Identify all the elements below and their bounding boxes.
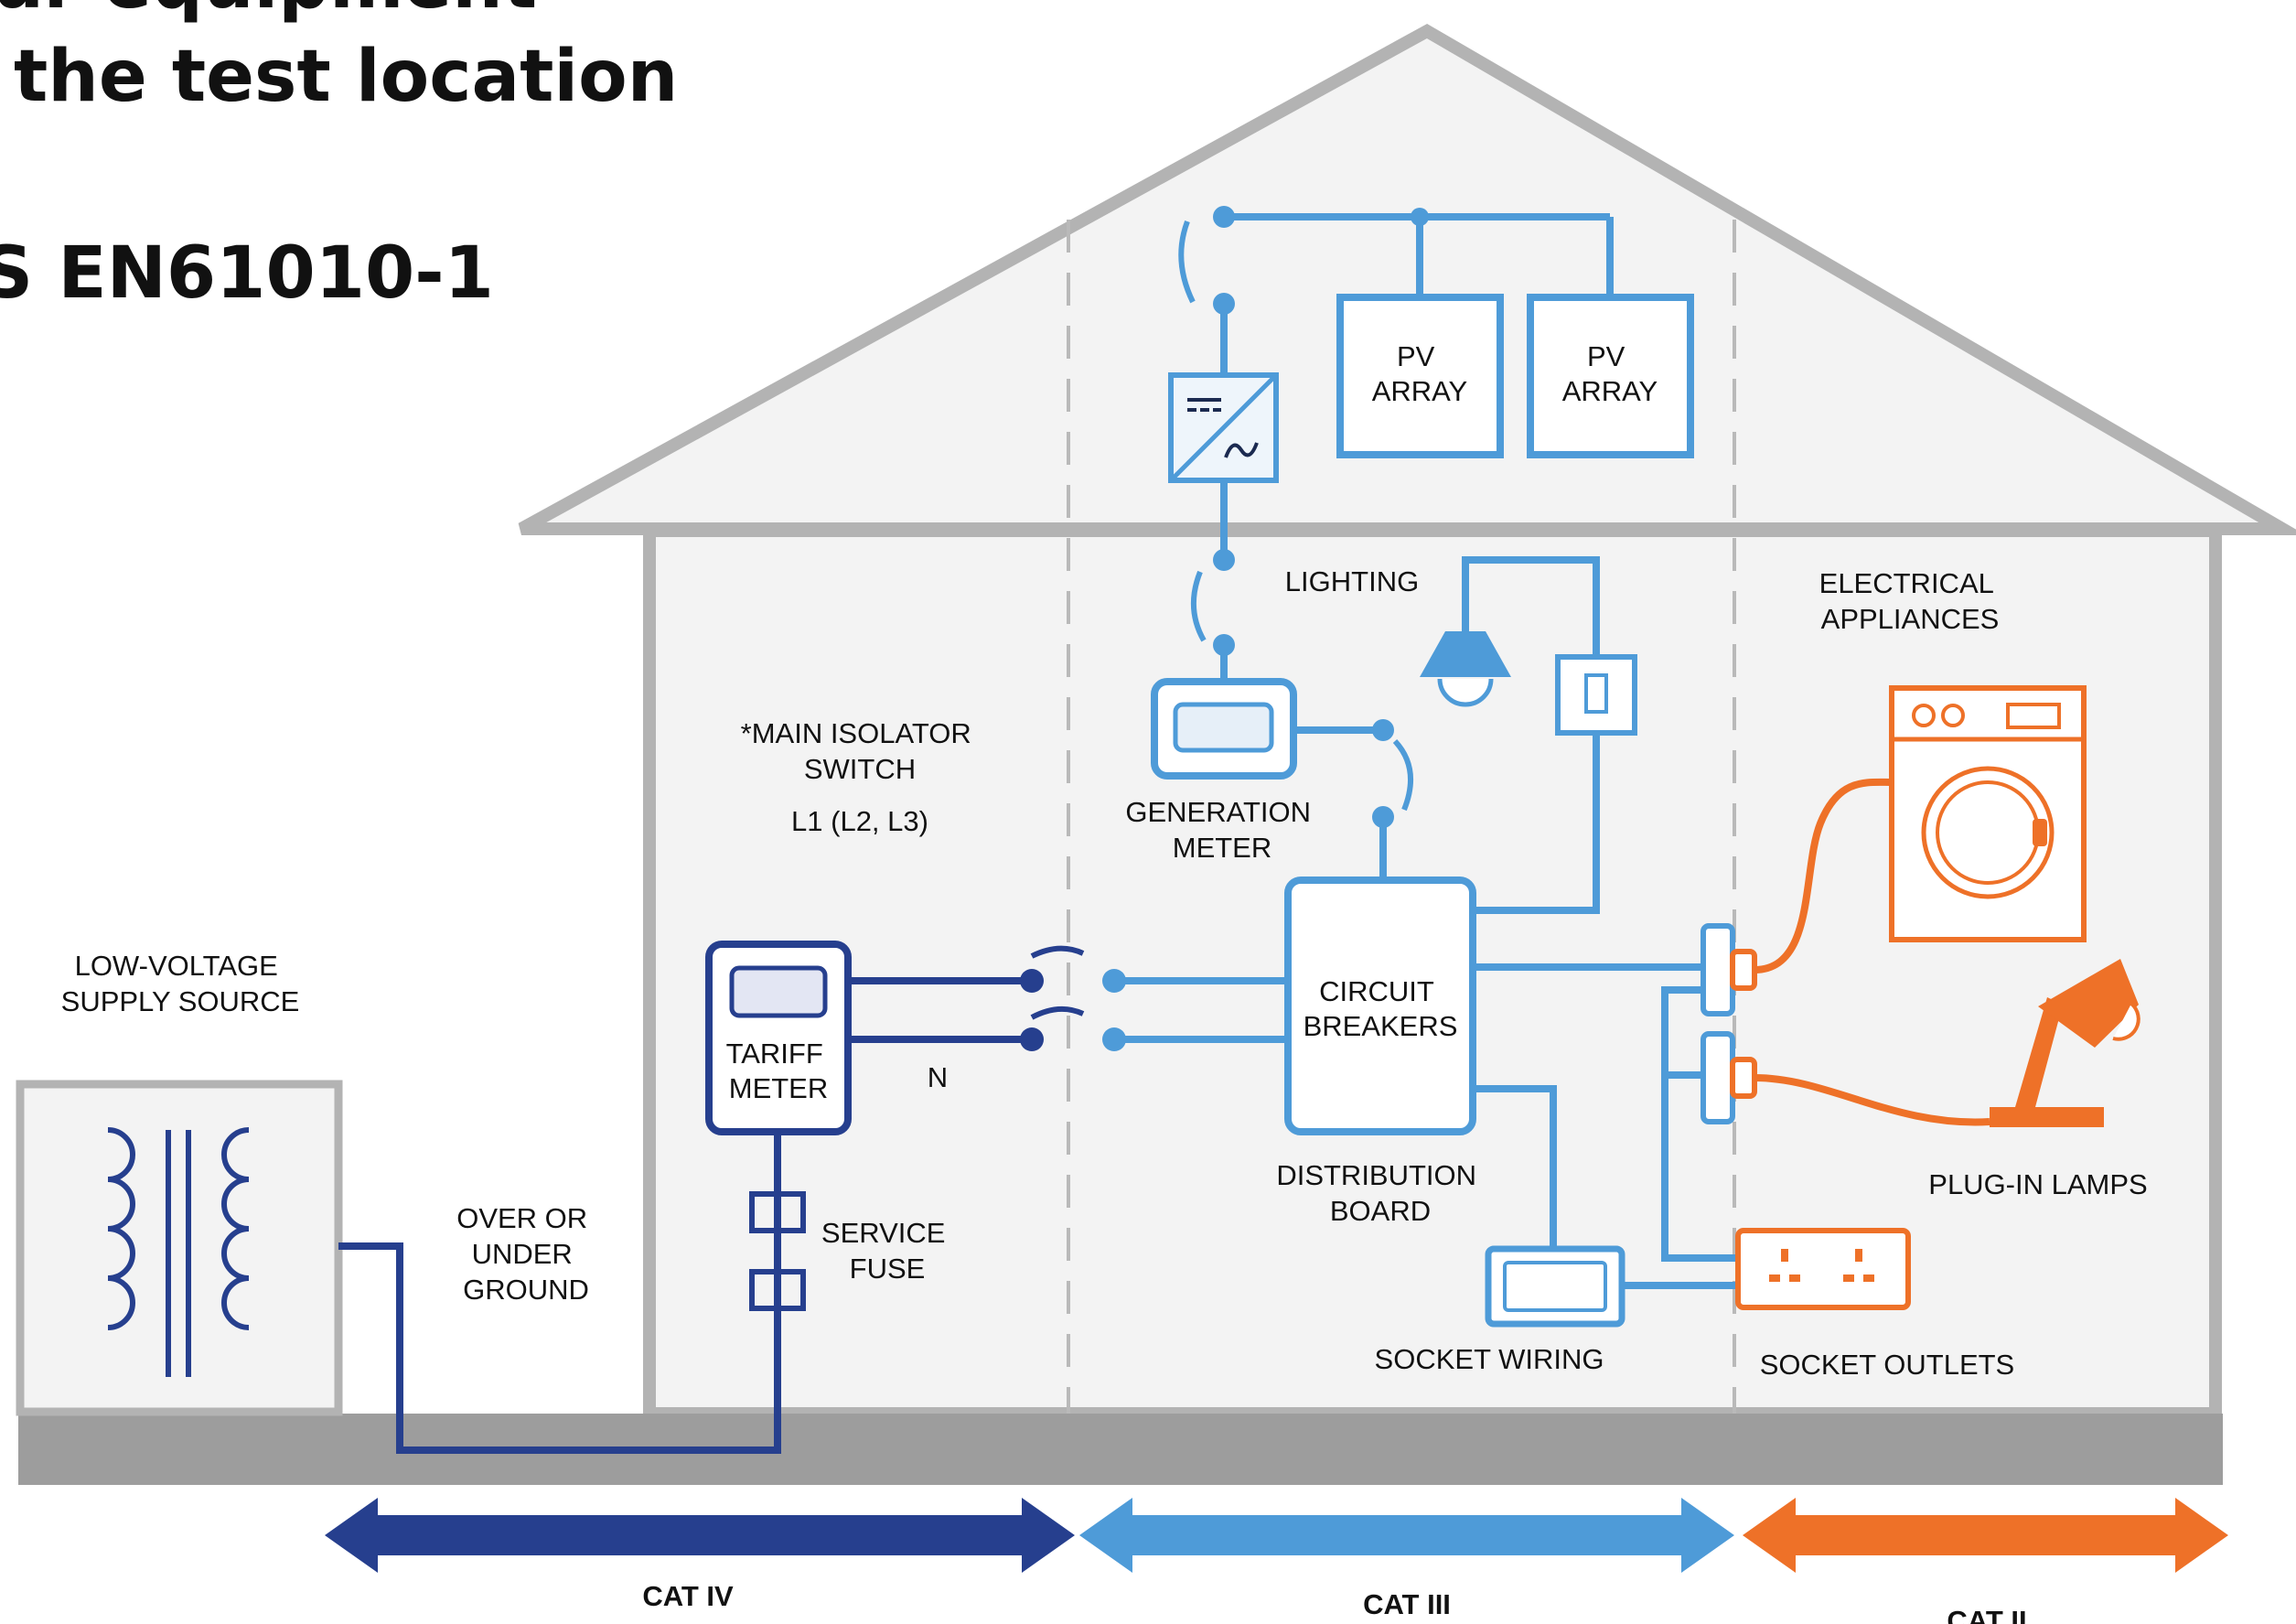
wm-display: [2006, 703, 2061, 729]
house-roof: [518, 23, 2296, 535]
cat4-arrow: [325, 1498, 1075, 1573]
light-switch-rocker: [1584, 673, 1608, 714]
ac-isolator-contact: [1190, 570, 1207, 642]
tariff-meter-display: [729, 965, 828, 1018]
pv-split-terminal: [1411, 208, 1429, 226]
plug-in-lamps-label: PLUG-IN LAMPS: [1928, 1168, 2147, 1200]
heading-line-1: ar equipment: [0, 0, 537, 25]
wm-knob-1: [1912, 704, 1936, 727]
inverter-diagonal: [1169, 373, 1278, 482]
isolator-contact-neutral: [1030, 1006, 1085, 1020]
service-fuse-lower: [749, 1269, 806, 1311]
wall-socket-lamp: [1701, 1031, 1735, 1124]
heading-line-3: S EN61010-1: [0, 232, 494, 315]
service-fuse-label: SERVICE FUSE: [821, 1217, 953, 1285]
transformer-box: [16, 1080, 343, 1416]
ground: [18, 1414, 2223, 1485]
neutral-label: N: [928, 1061, 948, 1093]
low-voltage-label: LOW-VOLTAGE SUPPLY SOURCE: [61, 950, 300, 1017]
socket-wiring-circuit: [1473, 1085, 1557, 1258]
electrical-appliances-label: ELECTRICAL APPLIANCES: [1819, 567, 2001, 635]
generation-meter-display: [1173, 702, 1274, 753]
house: [18, 23, 2296, 1485]
socket-wiring-label: SOCKET WIRING: [1375, 1343, 1604, 1375]
wm-knob-2: [1941, 704, 1965, 727]
service-fuse: [749, 1191, 806, 1311]
appliance-plug: [1730, 949, 1757, 991]
cat4-label: CAT IV: [642, 1580, 734, 1612]
lamp-cable: [1754, 1074, 1990, 1126]
lampshade: [1420, 631, 1511, 677]
isolator-out-terminal-n: [1102, 1027, 1126, 1051]
cat4-wiring: [338, 945, 1085, 1454]
tariff-meter-label: TARIFF METER: [726, 1038, 831, 1104]
light-switch-icon: [1555, 654, 1637, 736]
wm-door-outer: [1921, 766, 2055, 899]
lamp-head: [2038, 959, 2139, 1048]
transformer-primary-coil-icon: [107, 1127, 135, 1330]
socket-wiring-box: [1485, 1245, 1625, 1328]
inverter-out-terminal: [1213, 549, 1235, 571]
socket-outlet-plate: [1735, 1228, 1911, 1310]
light-bulb: [1437, 678, 1494, 707]
socket-wiring-outer: [1485, 1245, 1625, 1328]
tariff-meter: [705, 941, 852, 1135]
pv-array-2-label: PV ARRAY: [1562, 340, 1658, 407]
gen-meter-out-terminal: [1372, 719, 1394, 741]
pv-junction-terminal: [1213, 206, 1235, 228]
heading-line-2: the test location: [14, 36, 678, 118]
desk-lamp-icon: [1990, 959, 2140, 1127]
lamp-arm: [2015, 997, 2063, 1107]
distribution-board-label: DISTRIBUTION BOARD: [1276, 1159, 1484, 1227]
pv-isolator-contact: [1178, 220, 1196, 304]
cat3-label: CAT III: [1363, 1588, 1451, 1620]
pv-array-2: [1527, 294, 1694, 458]
supply-cable: [338, 1130, 781, 1454]
socket-outlet-icon: [1735, 1228, 1911, 1310]
over-under-ground-label: OVER OR UNDER GROUND: [456, 1202, 595, 1306]
lighting-circuit: [1462, 556, 1600, 914]
wall-socket-appliance: [1701, 923, 1735, 1016]
gen-meter-in-terminal: [1213, 634, 1235, 656]
isolator-out-terminal-l: [1102, 969, 1126, 993]
socket-outlets-label: SOCKET OUTLETS: [1760, 1349, 2015, 1381]
inverter-in-terminal: [1213, 293, 1235, 315]
gen-isolator-contact: [1392, 738, 1414, 812]
phases-label: L1 (L2, L3): [791, 805, 928, 837]
generation-meter-label: GENERATION METER: [1125, 796, 1318, 864]
cat2-label: CAT II: [1947, 1605, 2026, 1624]
lighting-label: LIGHTING: [1285, 565, 1419, 597]
supply-transformer: [16, 1080, 343, 1416]
pv-array-1: [1336, 294, 1504, 458]
main-isolator-label: *MAIN ISOLATOR SWITCH: [741, 717, 980, 785]
washing-machine-body: [1889, 685, 2087, 942]
lamp-base: [1990, 1107, 2104, 1127]
isolator-contact-line: [1030, 945, 1085, 959]
circuit-breakers-label: CIRCUIT BREAKERS: [1304, 975, 1458, 1042]
ceiling-light-icon: [1420, 631, 1511, 707]
light-switch-plate: [1555, 654, 1637, 736]
isolator-terminal-n: [1020, 1027, 1044, 1051]
wm-door-handle: [2033, 819, 2047, 846]
appliance-cable: [1754, 778, 1893, 973]
socket-wiring-inner: [1503, 1261, 1607, 1312]
service-fuse-upper: [749, 1191, 806, 1233]
distribution-board: [1284, 877, 1476, 1135]
board-gen-terminal: [1372, 806, 1394, 828]
isolator-terminal-l: [1020, 969, 1044, 993]
cat3-arrow: [1079, 1498, 1734, 1573]
ring-to-outlet: [1661, 986, 1738, 1262]
ac-symbol: [1224, 442, 1259, 458]
inverter-icon: [1168, 372, 1279, 483]
transformer-secondary-coil-icon: [221, 1127, 250, 1330]
washing-machine-icon: [1889, 685, 2087, 942]
pv-array-1-label: PV ARRAY: [1372, 340, 1468, 407]
cat2-arrow: [1743, 1498, 2228, 1573]
lamp-plug: [1730, 1057, 1757, 1099]
lamp-bulb: [2112, 1002, 2140, 1041]
generation-meter: [1151, 678, 1297, 780]
